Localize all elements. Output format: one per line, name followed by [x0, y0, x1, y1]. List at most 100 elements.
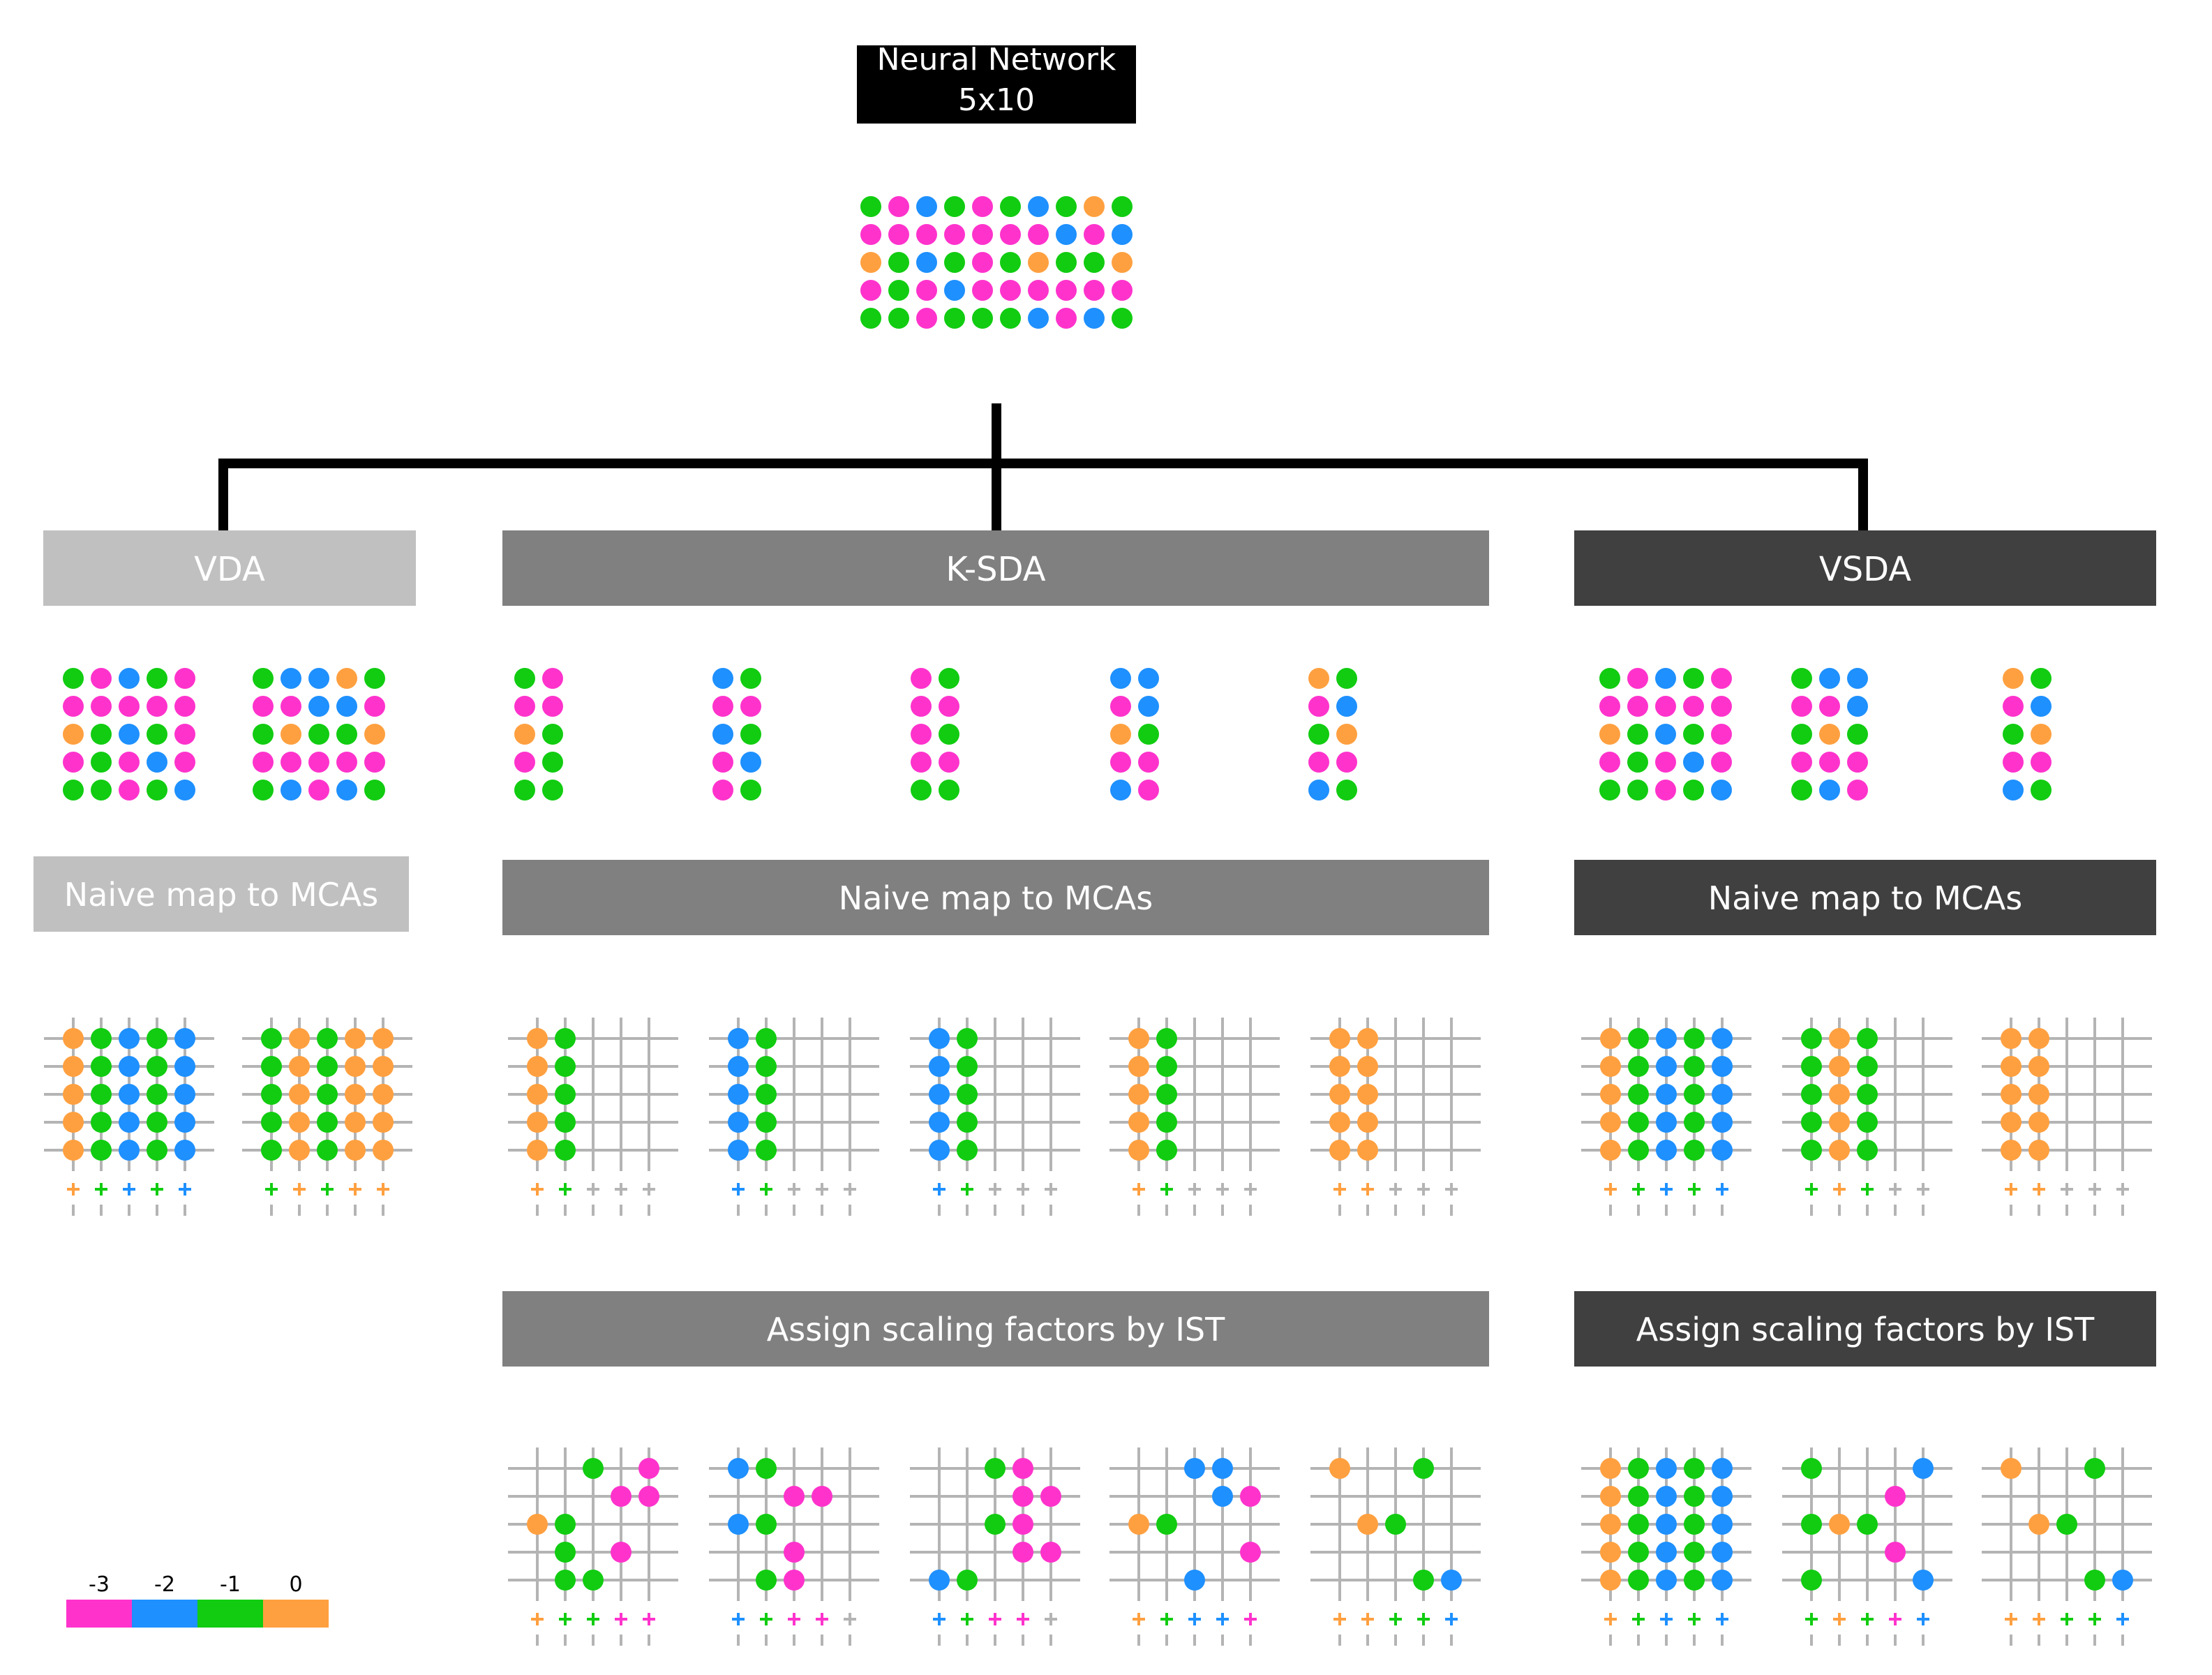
column-scale-sign — [1660, 1183, 1673, 1196]
vda-header: VDA — [43, 530, 416, 606]
column-scale-sign — [615, 1183, 627, 1196]
weight-dot — [1329, 1140, 1350, 1161]
vda-naive-maps — [44, 1018, 412, 1216]
weight-dot — [1655, 752, 1676, 773]
weight-dot — [1028, 308, 1049, 329]
weight-dot — [1110, 752, 1131, 773]
legend-swatch — [66, 1600, 132, 1628]
weight-dot — [957, 1140, 978, 1161]
weight-dot — [712, 696, 733, 717]
column-scale-sign — [2033, 1613, 2045, 1625]
legend-item: -1 — [197, 1572, 263, 1628]
weight-dot — [911, 668, 932, 689]
column-scale-sign — [1833, 1613, 1846, 1625]
weight-dot — [2028, 1084, 2049, 1105]
column-scale-sign — [961, 1183, 973, 1196]
vda-partitions — [63, 668, 385, 801]
weight-dot — [1829, 1028, 1850, 1049]
weight-dot — [1684, 1084, 1705, 1105]
weight-dot — [756, 1084, 777, 1105]
weight-dot — [911, 696, 932, 717]
column-scale-sign — [1833, 1183, 1846, 1196]
vsda-naive-maps — [1581, 1018, 2152, 1216]
weight-dot — [1600, 1542, 1621, 1563]
column-scale-sign — [349, 1183, 361, 1196]
weight-dot — [1885, 1542, 1906, 1563]
network-weight-grid — [860, 196, 1133, 329]
weight-dot — [1156, 1140, 1177, 1161]
column-scale-sign — [151, 1183, 163, 1196]
crossbar-weights — [929, 1028, 978, 1161]
weight-dot — [728, 1028, 749, 1049]
weight-dot — [1599, 752, 1620, 773]
weight-dot — [2003, 668, 2024, 689]
vsda-ist-label-box — [1574, 1291, 2156, 1367]
weight-dot — [364, 668, 385, 689]
column-scale-sign — [2005, 1613, 2017, 1625]
weight-dot — [1308, 668, 1329, 689]
weight-dot — [944, 308, 965, 329]
weight-dot — [1712, 1084, 1733, 1105]
weight-dot — [1110, 668, 1131, 689]
vsda-partitions — [1599, 668, 2052, 801]
vsda-ist-crossbar — [1982, 1447, 2152, 1646]
weight-dot — [308, 724, 329, 745]
legend-item: 0 — [263, 1572, 329, 1628]
weight-dot — [1684, 1486, 1705, 1507]
weight-dot — [63, 1112, 84, 1133]
weight-dot — [147, 1028, 167, 1049]
weight-dot — [91, 668, 112, 689]
column-scale-sign — [265, 1183, 278, 1196]
weight-dot — [2001, 1056, 2022, 1077]
weight-dot — [2028, 1028, 2049, 1049]
weight-dot — [1308, 780, 1329, 801]
weight-dot — [1240, 1542, 1261, 1563]
weight-dot — [916, 280, 937, 301]
weight-dot — [1627, 780, 1648, 801]
weight-dot — [1857, 1028, 1878, 1049]
weight-dot — [756, 1056, 777, 1077]
weight-dot — [1711, 668, 1732, 689]
weight-dot — [2003, 780, 2024, 801]
weight-dot — [860, 308, 881, 329]
weight-dot — [929, 1570, 950, 1591]
weight-dot — [317, 1140, 338, 1161]
weight-dot — [1156, 1084, 1177, 1105]
weight-dot — [1712, 1112, 1733, 1133]
weight-dot — [1600, 1028, 1621, 1049]
weight-dot — [1801, 1028, 1822, 1049]
column-scale-sign — [1389, 1183, 1402, 1196]
column-scale-sign — [1188, 1183, 1201, 1196]
weight-dot — [939, 668, 959, 689]
weight-dot — [336, 780, 357, 801]
weight-dot — [1138, 780, 1159, 801]
column-scale-sign — [559, 1613, 571, 1625]
weight-dot — [147, 696, 167, 717]
weight-dot — [147, 668, 167, 689]
column-scale-sign — [531, 1183, 544, 1196]
weight-dot — [281, 696, 301, 717]
weight-dot — [1599, 780, 1620, 801]
weight-dot — [1628, 1056, 1649, 1077]
weight-dot — [1336, 752, 1357, 773]
weight-dot — [514, 668, 535, 689]
weight-dot — [1684, 1140, 1705, 1161]
weight-dot — [174, 696, 195, 717]
column-scale-sign — [1017, 1613, 1029, 1625]
weight-dot — [1627, 752, 1648, 773]
weight-dot — [1413, 1570, 1434, 1591]
weight-dot — [289, 1028, 310, 1049]
column-scale-sign — [1361, 1183, 1374, 1196]
column-scale-sign — [643, 1613, 655, 1625]
title-line1: Neural Network — [877, 42, 1116, 77]
vsda-naive-crossbar — [1782, 1018, 1952, 1216]
weight-dot — [1847, 668, 1868, 689]
legend-swatch — [263, 1600, 329, 1628]
weight-dot — [281, 752, 301, 773]
weight-dot — [147, 1140, 167, 1161]
weight-dot — [1857, 1056, 1878, 1077]
weight-dot — [119, 1140, 140, 1161]
weight-dot — [756, 1112, 777, 1133]
weight-dot — [1600, 1084, 1621, 1105]
weight-dot — [308, 696, 329, 717]
